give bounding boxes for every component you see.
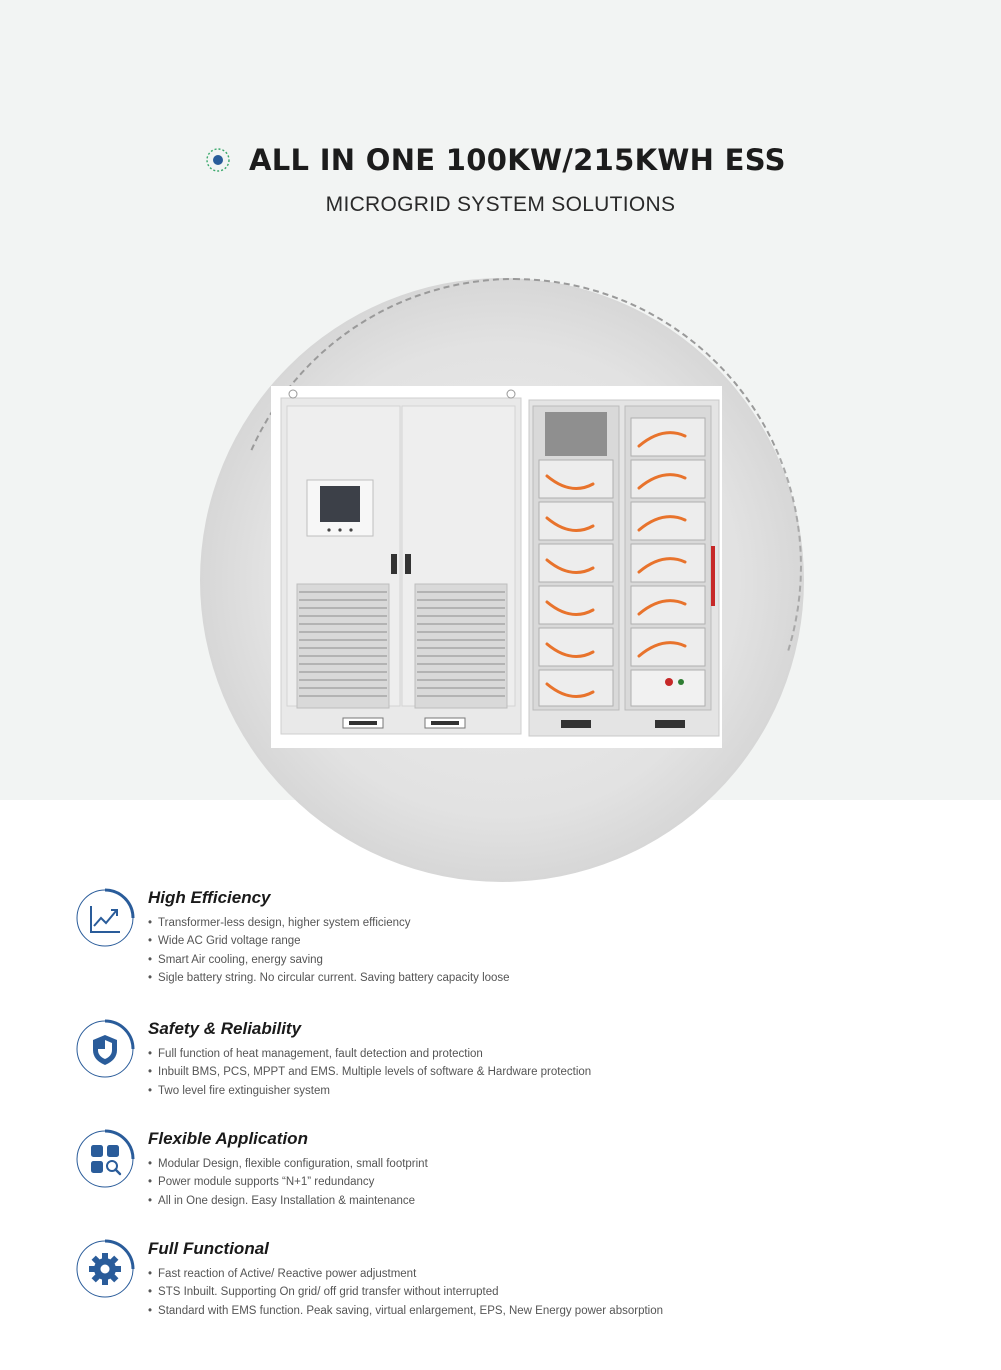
list-item: Power module supports “N+1” redundancy [148,1173,428,1191]
modules-search-icon [76,1129,135,1188]
list-item: Inbuilt BMS, PCS, MPPT and EMS. Multiple… [148,1063,591,1081]
list-item: Two level fire extinguisher system [148,1082,591,1100]
feature-title: Flexible Application [148,1129,308,1148]
dashed-circle-outline-side [715,450,802,653]
page-subtitle: MICROGRID SYSTEM SOLUTIONS [325,193,676,216]
list-item: Wide AC Grid voltage range [148,932,510,950]
list-item: Standard with EMS function. Peak saving,… [148,1302,663,1320]
title-row: ALL IN ONE 100KW/215KWH ESS [205,140,786,180]
list-item: Sigle battery string. No circular curren… [148,969,510,987]
shield-icon [76,1019,135,1078]
gear-icon [76,1239,135,1298]
title-bullet-icon [206,148,230,172]
list-item: Transformer-less design, higher system e… [148,914,510,932]
list-item: All in One design. Easy Installation & m… [148,1192,428,1210]
feature-title: High Efficiency [148,888,271,907]
list-item: Modular Design, flexible configuration, … [148,1155,428,1173]
feature-title: Safety & Reliability [148,1019,302,1038]
feature-bullets: Modular Design, flexible configuration, … [148,1155,428,1210]
feature-bullets: Full function of heat management, fault … [148,1045,591,1100]
list-item: Full function of heat management, fault … [148,1045,591,1063]
list-item: STS Inbuilt. Supporting On grid/ off gri… [148,1283,663,1301]
list-item: Smart Air cooling, energy saving [148,951,510,969]
feature-title: Full Functional [148,1239,269,1258]
ess-cabinet-image [271,386,722,748]
chart-growth-icon [76,888,135,947]
page-title: ALL IN ONE 100KW/215KWH ESS [249,143,786,177]
feature-bullets: Fast reaction of Active/ Reactive power … [148,1265,663,1320]
list-item: Fast reaction of Active/ Reactive power … [148,1265,663,1283]
feature-bullets: Transformer-less design, higher system e… [148,914,510,987]
